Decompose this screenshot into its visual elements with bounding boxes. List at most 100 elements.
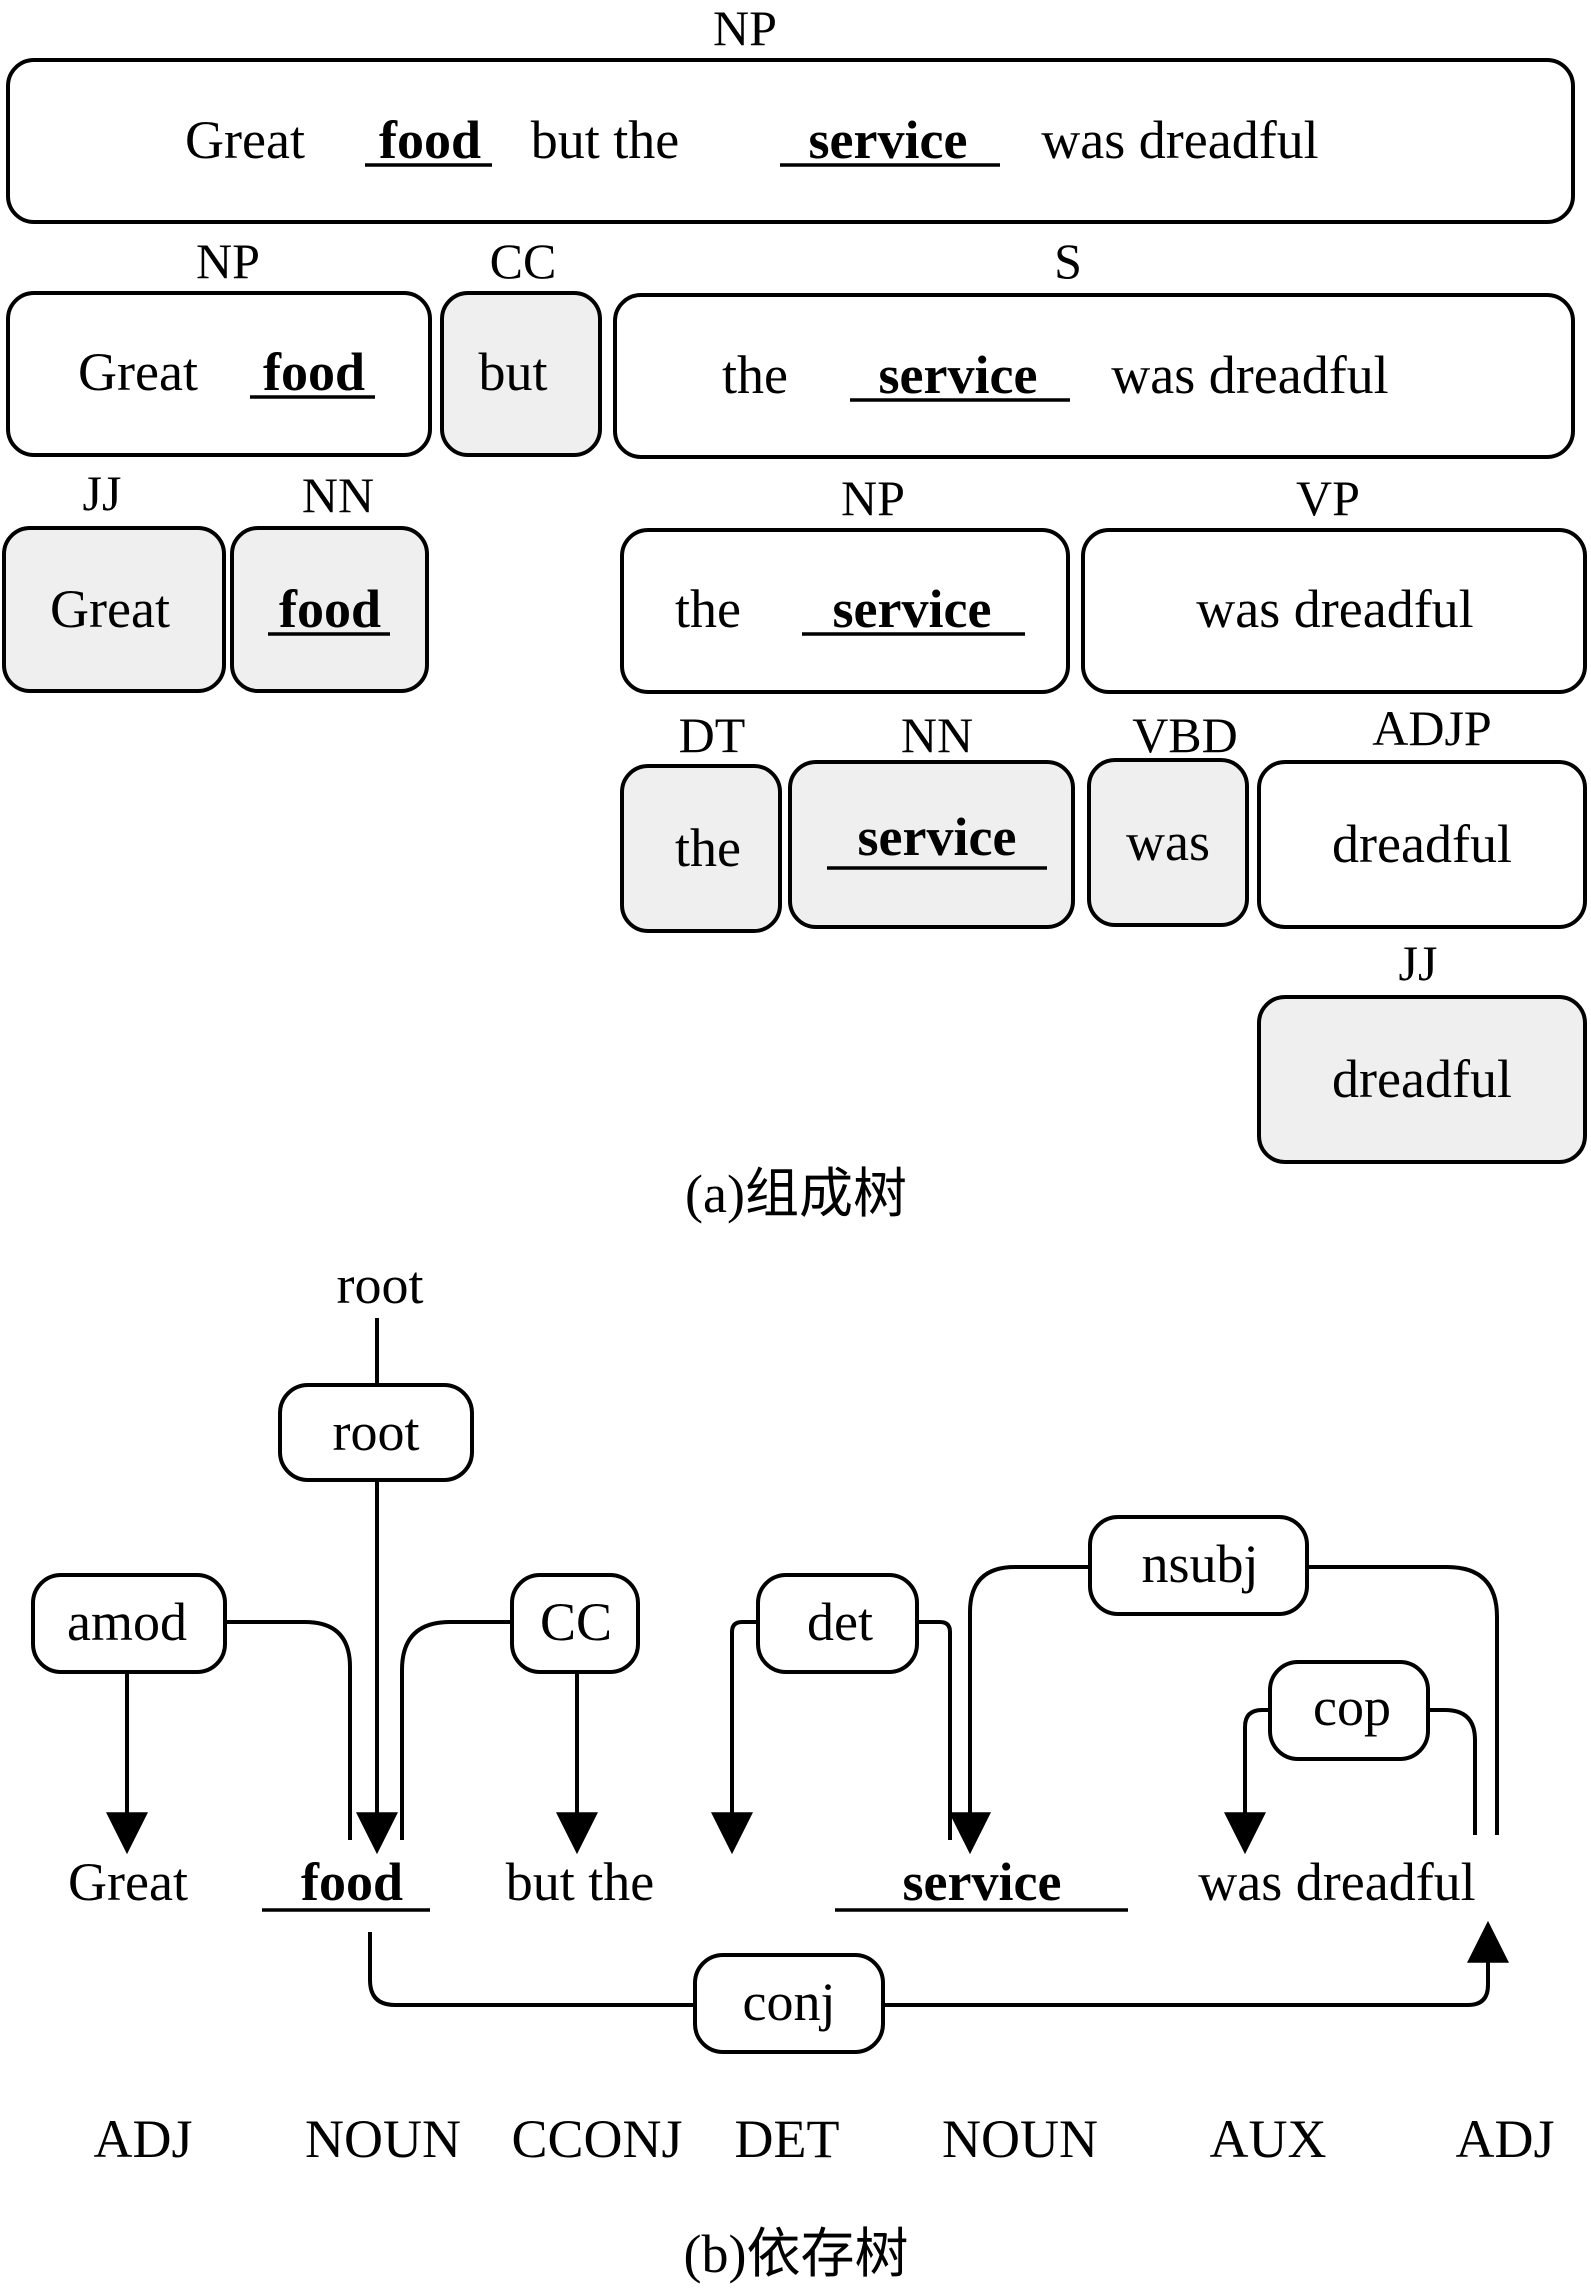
caption-b: (b)依存树 [684,2224,909,2284]
relation-label: det [807,1592,873,1652]
node-box [1257,995,1587,1164]
node-label: VP [1296,470,1360,526]
node-adjp: ADJP dreadful [1257,700,1587,929]
node-label: NP [713,0,777,56]
word-dreadful: dreadful [1332,814,1512,874]
pos-tag: ADJ [1455,2109,1554,2169]
relation-box [693,1953,885,2054]
node-box [620,528,1070,694]
word-food: food [279,579,381,639]
word-food: food [301,1852,403,1912]
word-service: service [879,345,1038,405]
word-food: food [263,342,365,402]
node-np-left: NP Great food [6,233,432,457]
pos-tag: CCONJ [511,2109,682,2169]
node-label: JJ [83,465,122,521]
node-vbd: VBD was [1087,707,1249,927]
pos-tag: DET [735,2109,840,2169]
node-label: CC [490,233,557,289]
relation-label: conj [743,1972,836,2032]
relation-label: nsubj [1141,1534,1258,1594]
node-label: S [1054,233,1082,289]
word-service: service [903,1852,1062,1912]
node-label: NP [841,470,905,526]
node-s: S the service was dreadful [613,233,1575,459]
word-service: service [833,579,992,639]
root-text: root [337,1255,424,1315]
node-label: NN [901,707,973,763]
relation-box [278,1383,474,1482]
word-but-the: but the [506,1852,654,1912]
word-food: food [379,110,481,170]
word-was-dreadful: was dreadful [1198,1852,1475,1912]
node-box [620,764,782,933]
pos-tag: ADJ [93,2109,192,2169]
edge-det-from-head [917,1620,952,1840]
node-box [6,291,432,457]
node-jj-dreadful: JJ dreadful [1257,935,1587,1164]
pos-tag: NOUN [305,2109,461,2169]
relation-box [756,1573,919,1674]
dependency-edges [106,1318,1509,2007]
edge-cop-arrow [1224,1708,1270,1855]
node-jj-great: JJ Great [2,465,226,693]
word-great: Great [185,110,305,170]
edge-conj-arrow [883,1920,1509,2007]
relation-box [31,1573,227,1674]
word-great: Great [78,342,198,402]
pos-tag: NOUN [942,2109,1098,2169]
word-service: service [858,807,1017,867]
word-service: service [809,110,968,170]
word-but: but [478,342,547,402]
node-root-np: NP Great food but the service was dreadf… [6,0,1575,224]
node-box [788,760,1075,929]
node-label: ADJP [1372,700,1491,756]
relation-label: root [333,1402,420,1462]
node-cc: CC but [440,233,602,457]
relation-label: CC [540,1592,612,1652]
dependency-tree: root root amod CC det nsubj cop conj [31,1255,1555,2284]
node-box [1081,528,1587,694]
relation-amod: amod [31,1573,227,1674]
relation-box [510,1573,640,1674]
node-box [6,58,1575,224]
edge-amod-from-head [225,1620,352,1840]
word-dreadful: dreadful [1332,1049,1512,1109]
node-box [1257,760,1587,929]
relation-label: amod [67,1592,187,1652]
node-dt: DT the [620,707,782,933]
relation-det: det [756,1573,919,1674]
node-vp: VP was dreadful [1081,470,1587,694]
constituency-tree: NP Great food but the service was dreadf… [2,0,1587,1224]
relation-box [1088,1515,1309,1616]
relation-label: cop [1313,1677,1391,1737]
word-great: Great [68,1852,188,1912]
node-np-right: NP the service [620,470,1070,694]
node-nn-service: NN service [788,707,1075,929]
pos-tag: AUX [1210,2109,1327,2169]
edge-conj-from-food [368,1932,695,2007]
relation-nsubj: nsubj [1088,1515,1309,1616]
node-label: JJ [1399,935,1438,991]
node-box [1087,758,1249,927]
edge-nsubj-arrow [949,1565,1090,1855]
node-box [2,526,226,693]
node-nn-food: NN food [230,467,429,693]
word-great: Great [50,579,170,639]
relation-cop: cop [1268,1660,1430,1761]
node-box [230,526,429,693]
relation-root: root [278,1383,474,1482]
relation-cc: CC [510,1573,640,1674]
node-label: VBD [1132,707,1238,763]
word-but-the: but the [531,110,679,170]
node-label: NN [302,467,374,523]
sentence: Great food but the service was dreadful [68,1852,1476,1912]
pos-tags: ADJ NOUN CCONJ DET NOUN AUX ADJ [93,2109,1554,2169]
word-the: the [675,818,741,878]
node-box [613,293,1575,459]
edge-cop-from-head [1428,1708,1477,1835]
edge-nsubj-from-head [1307,1565,1499,1835]
node-label: NP [196,233,260,289]
